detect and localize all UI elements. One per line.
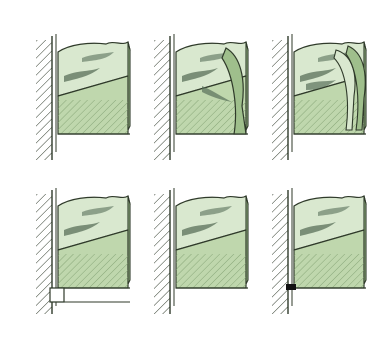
panel-5 (154, 188, 249, 314)
shading-streak (82, 52, 114, 62)
shading-streak (64, 222, 100, 236)
panel-2 (154, 34, 249, 160)
shading-streak (300, 68, 336, 82)
shading-streak (182, 222, 218, 236)
front-face-hatching (294, 254, 364, 288)
panel-4 (36, 188, 131, 314)
wall-hatching (272, 194, 288, 314)
panel-1 (36, 34, 131, 160)
base-marker (286, 284, 296, 290)
panel-3 (272, 34, 367, 160)
curled-layer (221, 47, 247, 135)
wall-hatching (154, 40, 170, 160)
wall-hatching (36, 40, 52, 160)
wall-hatching (154, 194, 170, 314)
front-face-hatching (176, 254, 246, 288)
shading-streak (64, 68, 100, 82)
front-face-hatching (58, 254, 128, 288)
shading-streak (300, 222, 336, 236)
shading-streak (306, 80, 336, 90)
panel-6 (272, 188, 367, 314)
shading-streak (182, 68, 218, 82)
base-notch (49, 287, 65, 303)
shading-streak (318, 206, 350, 216)
front-face-hatching (58, 100, 128, 134)
shading-streak (202, 86, 232, 102)
wall-hatching (272, 40, 288, 160)
shading-streak (82, 206, 114, 216)
shading-streak (200, 206, 232, 216)
wall-hatching (36, 194, 52, 314)
panels-layer (36, 34, 367, 314)
separated-layer (345, 45, 366, 131)
